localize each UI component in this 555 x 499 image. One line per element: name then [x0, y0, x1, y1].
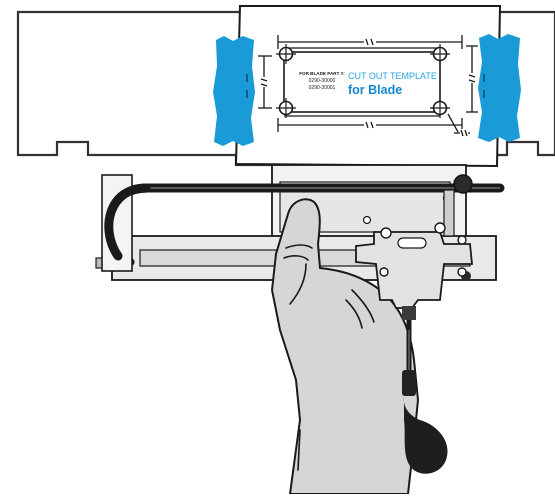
- tape-right-marks: [246, 74, 485, 98]
- dimension-arrow-icon: [258, 35, 478, 137]
- cutout-rectangle: [283, 51, 441, 113]
- sensor-screw-3: [457, 235, 467, 245]
- template-title: CUT OUT TEMPLATE: [348, 71, 437, 81]
- template-part-number-2: 0290-30001: [309, 85, 336, 91]
- sensor-screw-5: [457, 267, 467, 277]
- knob-post: [443, 189, 455, 237]
- plate-screw-left: [362, 215, 372, 225]
- screw-hole-icon: [276, 44, 450, 118]
- glove-creases: [283, 244, 375, 471]
- knob-right-top: [453, 174, 473, 194]
- template-part-number-1: 0290-30000: [309, 78, 336, 84]
- tape-left: [213, 36, 255, 146]
- tape-right: [478, 34, 521, 142]
- power-cable-icon: [402, 306, 448, 474]
- tube-frame-overlay: [104, 183, 151, 261]
- gloved-hand: [270, 198, 420, 495]
- sensor-bracket-slot: [397, 237, 427, 249]
- sensor-screw-1: [380, 227, 392, 239]
- template-part-label: FOR BLADE PART #:: [299, 71, 345, 76]
- sensor-screw-4: [379, 267, 389, 277]
- template-subtitle: for Blade: [348, 83, 402, 97]
- sensor-screw-2: [434, 222, 446, 234]
